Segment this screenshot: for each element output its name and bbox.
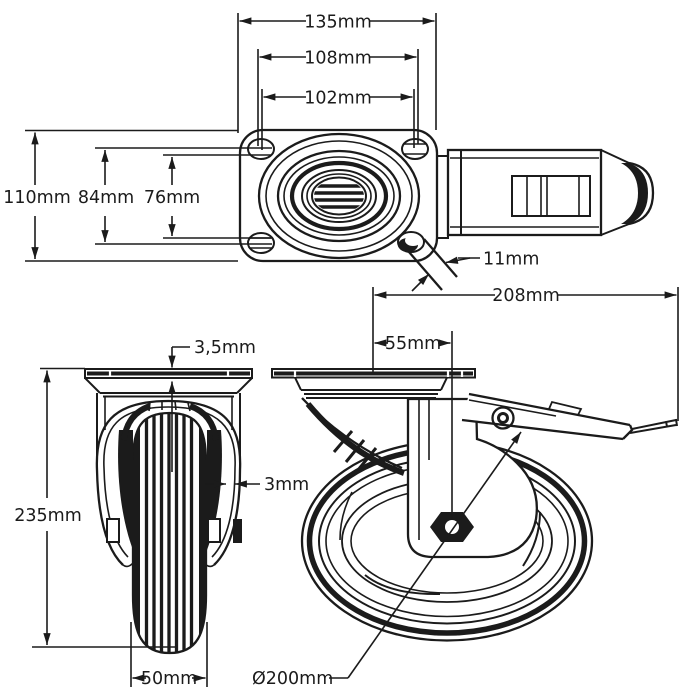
dim-label-84mm: 84mm — [78, 188, 134, 208]
dim-wheel-width: 50mm — [130, 622, 208, 689]
front-plate — [84, 368, 253, 379]
axle-tab-right — [207, 518, 221, 543]
pedal-body — [446, 148, 603, 237]
bolt-hole-top-right — [401, 138, 429, 160]
dim-hole-diameter: 11mm — [408, 238, 539, 292]
front-view: 3,5mm 235mm 3mm 50mm — [14, 338, 309, 689]
dim-plate-thickness: 3,5mm — [168, 338, 256, 472]
pedal-tip-shade — [621, 163, 648, 224]
dim-wheel-diameter: Ø200mm — [252, 431, 522, 689]
tread-top-ticks — [148, 400, 191, 412]
axle-tab-left — [106, 518, 120, 543]
dim-label-102mm: 102mm — [304, 89, 372, 109]
dim-bolt-length-inner: 102mm — [261, 89, 415, 150]
dim-label-76mm: 76mm — [144, 188, 200, 208]
bolt-hole-top-left — [247, 138, 275, 160]
swivel-bearing-rings — [257, 132, 421, 260]
dim-label-135mm: 135mm — [304, 13, 372, 33]
dim-plate-width: 110mm — [3, 129, 238, 262]
axle-hex-nut — [430, 512, 474, 542]
slot-chords — [249, 143, 427, 249]
side-brake-pedal — [461, 392, 678, 441]
dim-label-108mm: 108mm — [304, 49, 372, 69]
bolt-hole-bottom-right — [397, 231, 425, 253]
dim-total-length: 208mm — [372, 286, 679, 421]
kingpin-slot-lines — [314, 184, 364, 209]
pedal-joint — [436, 155, 449, 239]
dim-label-200mm: Ø200mm — [252, 669, 333, 689]
dim-label-110mm: 110mm — [3, 188, 71, 208]
bolt-holes — [247, 138, 429, 254]
top-view: 11mm 135mm 108mm 102mm 110mm — [3, 13, 655, 292]
front-plate-flare — [84, 377, 253, 398]
axle-tab-shade — [233, 519, 242, 543]
front-fork — [95, 399, 242, 568]
dim-fork-thickness: 3mm — [205, 475, 309, 495]
fork-gap-shade-left — [118, 430, 133, 550]
brake-pedal-top-view — [436, 148, 655, 239]
side-plate — [271, 368, 476, 399]
dim-label-11mm: 11mm — [483, 250, 539, 270]
dim-label-3mm: 3mm — [264, 475, 309, 495]
tread-ribs — [133, 413, 206, 653]
dim-label-208mm: 208mm — [492, 286, 560, 306]
bolt-hole-bottom-left — [247, 232, 275, 254]
dim-swivel-offset: 55mm — [374, 331, 453, 520]
side-view: 208mm 55mm Ø200mm — [252, 286, 679, 689]
bolt-hole-highlight — [405, 235, 421, 246]
pedal-lever-tip — [629, 418, 678, 434]
dim-bolt-length-outer: 108mm — [257, 49, 419, 146]
pedal-tip-outline — [628, 161, 655, 226]
dim-total-height: 235mm — [14, 367, 85, 645]
dim-bolt-width-inner: 76mm — [144, 154, 271, 239]
pedal-screw — [491, 406, 515, 430]
dim-label-3-5mm: 3,5mm — [194, 338, 256, 358]
front-wheel-tread — [131, 411, 208, 655]
dim-bolt-width-outer: 84mm — [78, 147, 272, 245]
side-fork-silhouette — [301, 397, 405, 476]
slot-slash-marks — [408, 238, 458, 291]
pedal-pad — [511, 175, 591, 217]
dim-plate-length: 135mm — [237, 13, 437, 133]
dim-label-50mm: 50mm — [141, 669, 197, 689]
dim-label-235mm: 235mm — [14, 506, 82, 526]
dim-label-55mm: 55mm — [385, 334, 441, 354]
